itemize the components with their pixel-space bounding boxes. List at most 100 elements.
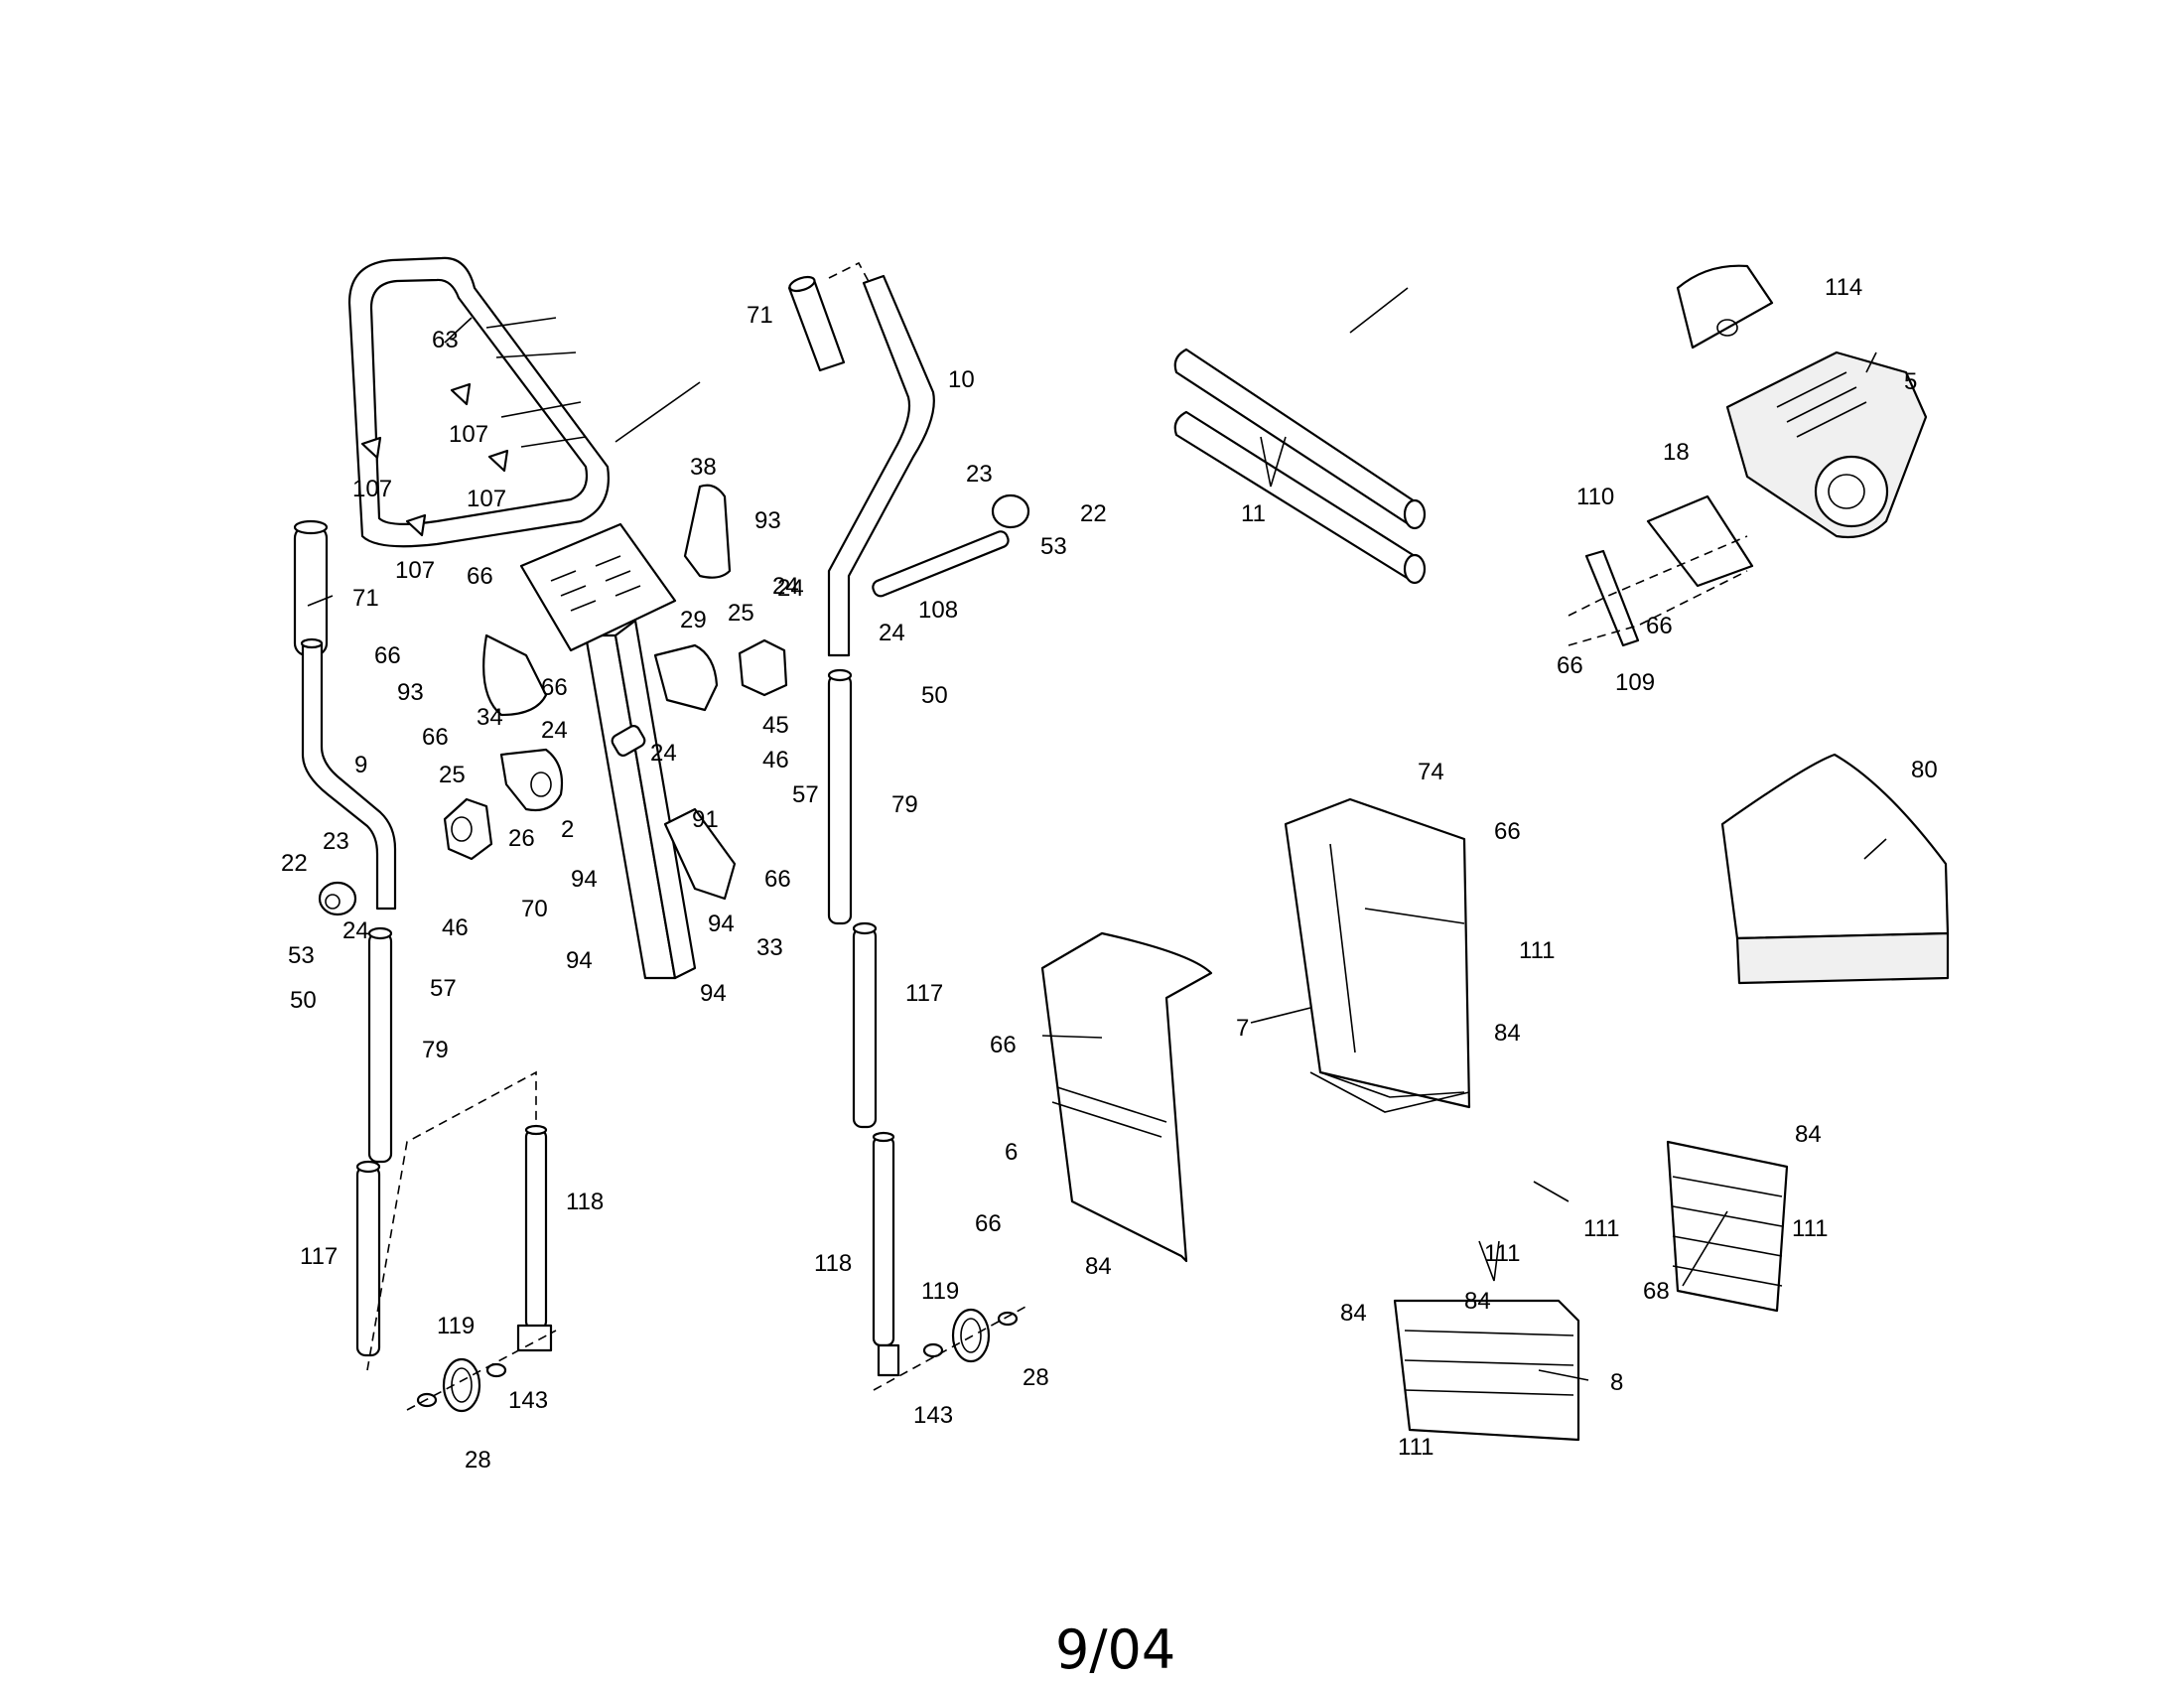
part-label: 66 — [1557, 652, 1583, 679]
dashed-guide-left — [366, 1070, 537, 1371]
upper-handlebar-63 — [347, 256, 610, 548]
part-label: 7 — [1236, 1015, 1249, 1042]
part-label: 66 — [1494, 818, 1521, 845]
part-label: 18 — [1663, 439, 1690, 466]
bracket-34 — [482, 633, 548, 717]
part-label: 46 — [762, 747, 789, 773]
part-label: 2 — [561, 816, 574, 843]
bracket-29 — [653, 643, 719, 712]
tube-118-right — [872, 1131, 900, 1377]
part-label: 57 — [792, 781, 819, 808]
part-label: 84 — [1085, 1253, 1112, 1280]
console-plate — [519, 522, 677, 652]
part-label: 111 — [1583, 1215, 1619, 1242]
part-label: 79 — [891, 791, 918, 818]
hub-25-left — [443, 797, 493, 861]
part-label: 63 — [432, 327, 459, 353]
bracket-109 — [1584, 549, 1640, 647]
part-label: 111 — [1398, 1434, 1433, 1461]
part-label: 84 — [1795, 1121, 1822, 1148]
shroud-7 — [1309, 1071, 1470, 1113]
grip-71-right — [787, 275, 846, 372]
part-label: 23 — [323, 828, 349, 855]
part-label: 26 — [508, 825, 535, 852]
center-post-2 — [584, 619, 697, 980]
part-label: 34 — [477, 704, 503, 731]
part-label: 66 — [764, 866, 791, 893]
part-label: 11 — [1241, 500, 1266, 527]
part-label: 80 — [1911, 757, 1938, 783]
part-label: 107 — [467, 486, 506, 512]
part-label: 107 — [395, 557, 435, 584]
footer-date: 9/04 — [1055, 1618, 1175, 1681]
hub-25-right — [738, 638, 788, 697]
part-label: 24 — [342, 917, 369, 944]
part-label: 94 — [566, 947, 593, 974]
part-label: 93 — [397, 679, 424, 706]
shroud-8 — [1393, 1299, 1580, 1442]
part-label: 84 — [1464, 1288, 1491, 1315]
shroud-68 — [1666, 1140, 1789, 1313]
part-label: 46 — [442, 914, 469, 941]
part-label: 28 — [1023, 1364, 1049, 1391]
part-label: 109 — [1615, 669, 1655, 696]
dashed-console-guides — [1568, 535, 1748, 646]
part-label: 38 — [690, 454, 717, 481]
part-label: 119 — [437, 1313, 475, 1339]
part-label: 66 — [422, 724, 449, 751]
part-label: 84 — [1340, 1300, 1367, 1327]
part-label: 93 — [754, 507, 781, 534]
part-label: 29 — [680, 607, 707, 633]
part-label: 24 — [650, 740, 677, 767]
part-label: 111 — [1519, 937, 1555, 964]
pulley-26 — [499, 748, 564, 812]
part-label: 45 — [762, 712, 789, 739]
part-label: 24 — [772, 573, 799, 600]
part-number-labels: 63 107 107 107 107 71 66 66 93 66 66 34 … — [281, 274, 1938, 1681]
part-label: 53 — [1040, 533, 1067, 560]
part-label: 9 — [354, 752, 367, 778]
shroud-74 — [1284, 797, 1471, 1109]
part-label: 84 — [1494, 1020, 1521, 1047]
part-label: 117 — [300, 1243, 338, 1270]
part-label: 94 — [708, 911, 735, 937]
part-label: 74 — [1418, 759, 1444, 785]
part-label: 107 — [449, 421, 488, 448]
part-label: 118 — [566, 1189, 604, 1215]
axle-108 — [872, 530, 1010, 598]
grip-71-left — [293, 519, 329, 657]
part-label: 24 — [541, 717, 568, 744]
cap-23-right — [991, 493, 1030, 529]
part-label: 24 — [777, 575, 804, 602]
part-label: 107 — [352, 476, 392, 502]
part-label: 50 — [921, 682, 948, 709]
shroud-6 — [1040, 931, 1213, 1263]
part-label: 23 — [966, 461, 993, 488]
part-label: 66 — [541, 674, 568, 701]
part-label: 143 — [508, 1387, 548, 1414]
leader-lines — [307, 287, 1887, 1381]
part-label: 70 — [521, 896, 548, 922]
part-label: 25 — [439, 762, 466, 788]
part-label: 118 — [814, 1250, 852, 1277]
spacer-tube — [611, 725, 646, 757]
wheel-119-right — [873, 1305, 1028, 1391]
part-label: 6 — [1005, 1139, 1018, 1166]
part-label: 117 — [905, 980, 943, 1007]
part-label: 33 — [756, 934, 783, 961]
part-label: 68 — [1643, 1278, 1670, 1305]
tube-117-right — [852, 921, 878, 1129]
fasteners-107 — [360, 382, 509, 537]
part-label: 110 — [1576, 484, 1614, 510]
part-label: 5 — [1904, 368, 1917, 395]
part-label: 71 — [747, 302, 773, 329]
tube-117-left — [355, 1160, 381, 1357]
part-label: 22 — [1080, 500, 1107, 527]
tube-79-right — [827, 668, 853, 925]
upper-arm-10 — [827, 274, 935, 657]
cover-80 — [1720, 753, 1950, 985]
wheel-119-left — [406, 1330, 557, 1413]
part-label: 8 — [1610, 1369, 1623, 1396]
console-cover-114 — [1676, 264, 1774, 350]
part-label: 66 — [975, 1210, 1002, 1237]
